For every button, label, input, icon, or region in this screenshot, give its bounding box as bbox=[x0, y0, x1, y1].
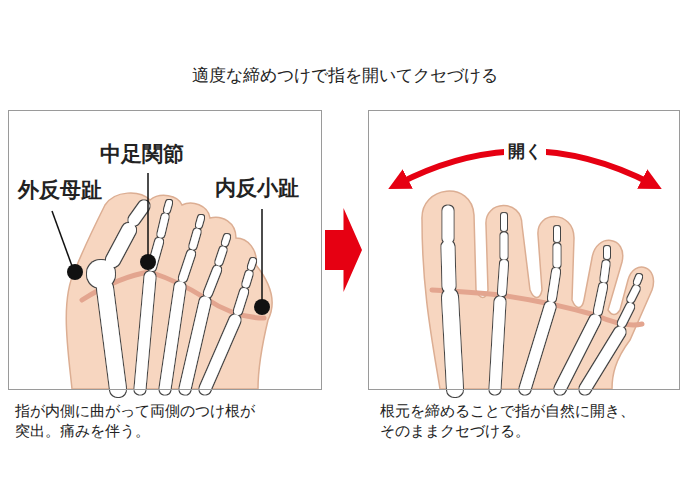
foot-outline bbox=[66, 193, 272, 389]
flow-arrow bbox=[325, 208, 362, 292]
callout-label: 内反小趾 bbox=[215, 176, 299, 201]
panel-caption: 根元を締めることで指が自然に開き、 そのままクセづける。 bbox=[380, 401, 648, 442]
foot-bones bbox=[448, 211, 639, 389]
title: 適度な締めつけで指を開いてクセづける bbox=[0, 64, 690, 87]
foot-bones bbox=[87, 203, 253, 389]
foot-outline bbox=[422, 191, 654, 389]
callout-label: 外反母趾 bbox=[18, 178, 102, 203]
arrow-label: 開く bbox=[504, 141, 546, 161]
joint-line bbox=[432, 290, 642, 325]
panel-caption: 指が内側に曲がって両側のつけ根が 突出。痛みを伴う。 bbox=[15, 401, 271, 442]
callout-label: 中足関節 bbox=[100, 142, 184, 167]
